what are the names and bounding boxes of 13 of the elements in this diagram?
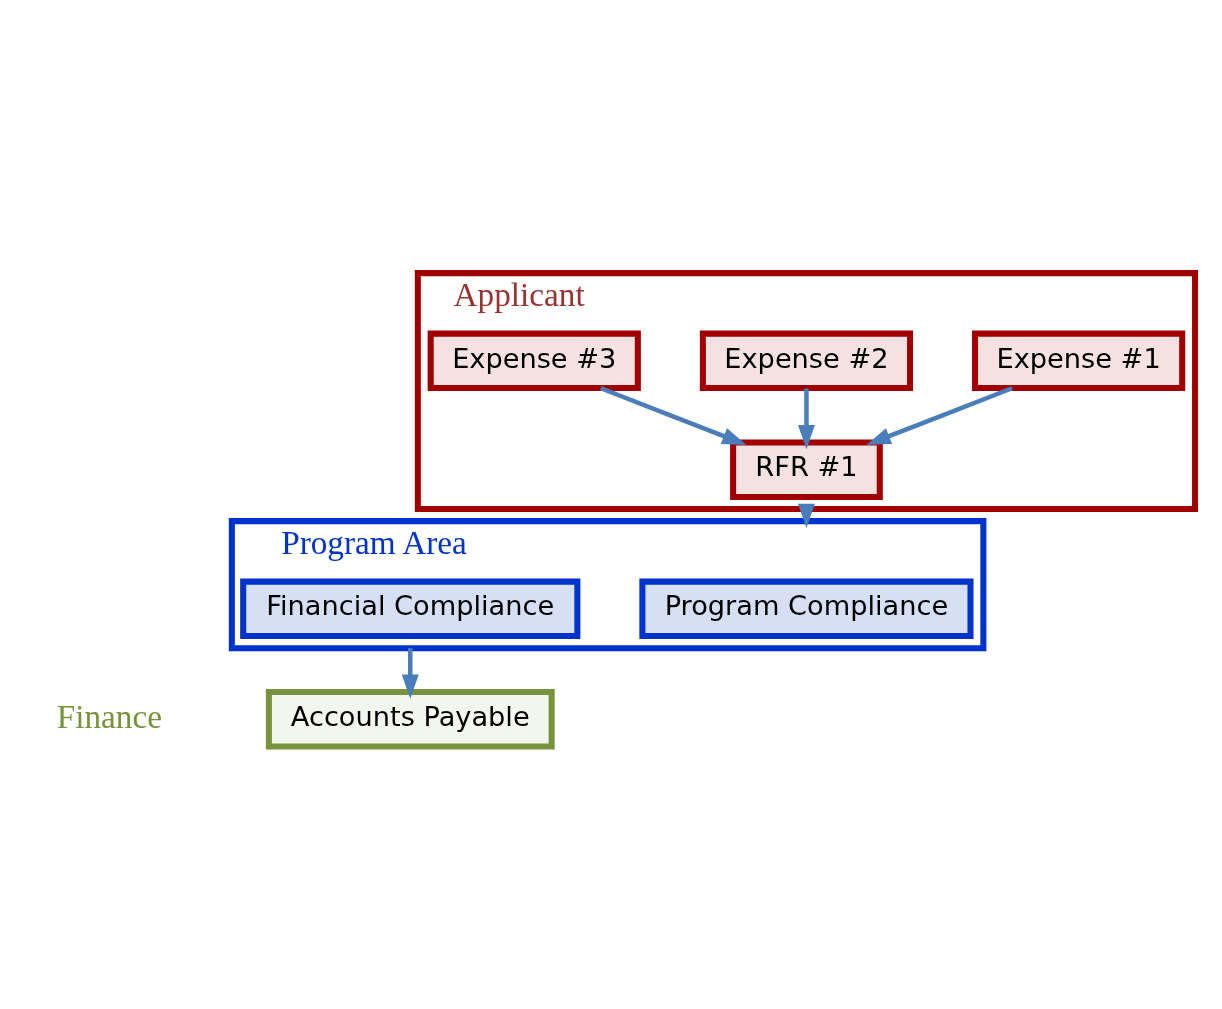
node-box: Financial Compliance xyxy=(240,578,581,640)
arrow xyxy=(797,388,815,450)
node-box: Accounts Payable xyxy=(265,688,555,750)
node-box: Program Compliance xyxy=(639,578,974,640)
arrow xyxy=(797,503,815,528)
arrow xyxy=(866,386,1013,445)
arrow xyxy=(401,648,419,699)
node-label: Finance xyxy=(56,697,162,735)
node-box: Expense #1 xyxy=(972,330,1186,392)
node-box: Expense #3 xyxy=(427,330,641,392)
node-box: RFR #1 xyxy=(730,439,883,500)
node-box: Expense #2 xyxy=(699,330,914,392)
arrow xyxy=(600,386,747,445)
